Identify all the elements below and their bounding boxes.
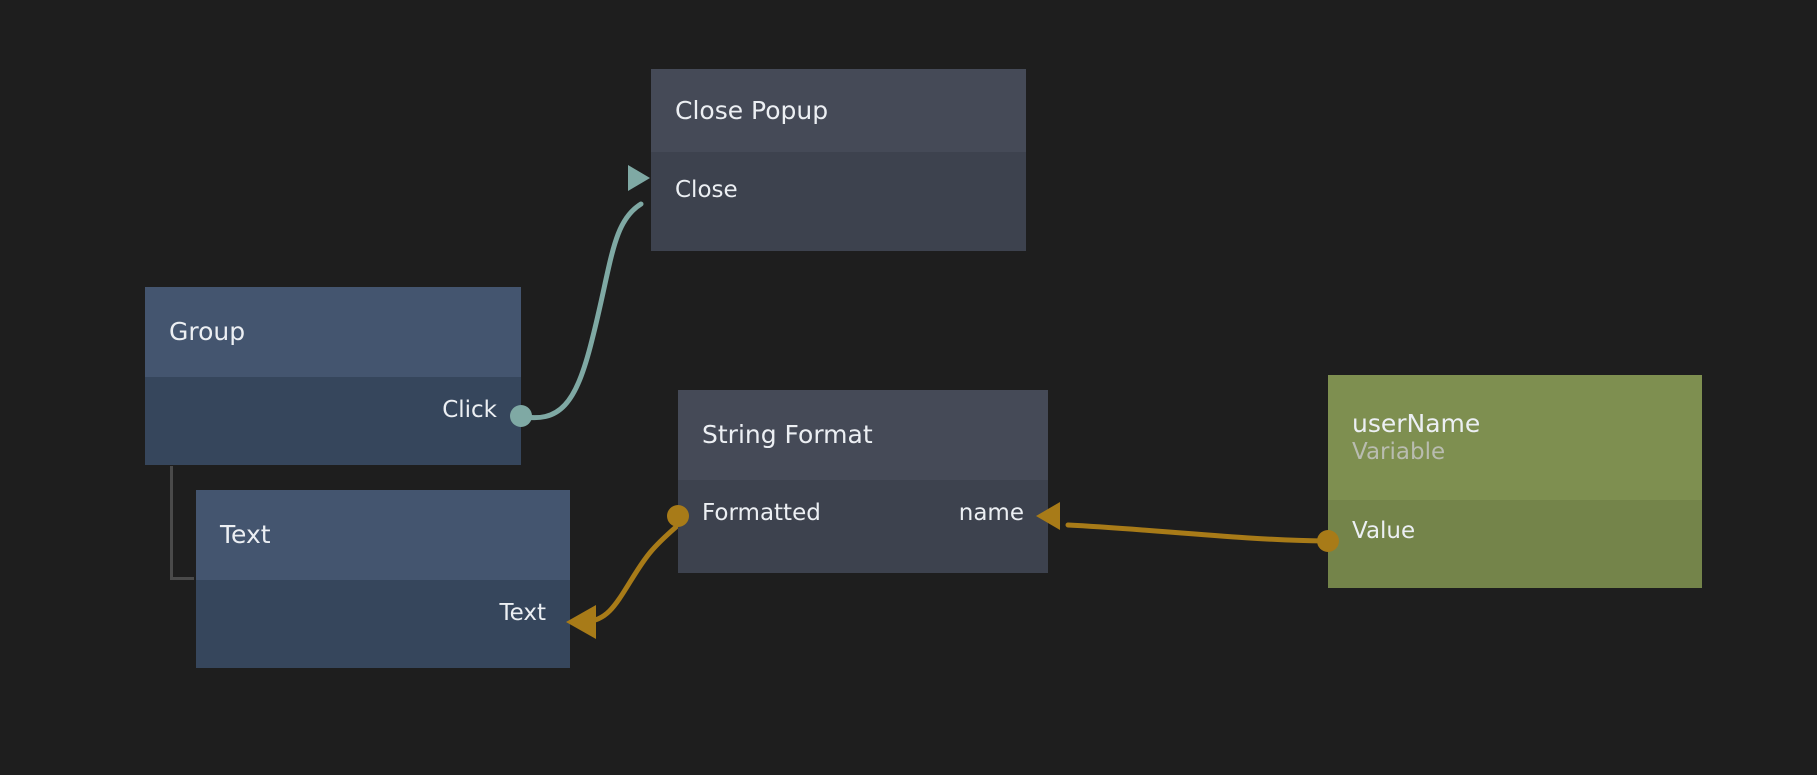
node-username-body[interactable]: Value: [1328, 500, 1702, 588]
port-label-formatted: Formatted: [702, 500, 821, 526]
node-group-header[interactable]: Group: [145, 287, 521, 377]
port-row-text[interactable]: Text: [196, 600, 570, 626]
port-row-click[interactable]: Click: [145, 397, 521, 423]
port-row-formatted-name[interactable]: Formatted name: [678, 500, 1048, 526]
node-close-popup-title: Close Popup: [675, 95, 829, 125]
port-formatted-data-output-dot-icon[interactable]: [667, 505, 689, 527]
node-username-header[interactable]: userName Variable: [1328, 375, 1702, 500]
node-group[interactable]: Group Click: [145, 287, 532, 465]
node-text-body[interactable]: Text: [196, 580, 570, 668]
node-string-format[interactable]: String Format Formatted name: [667, 390, 1060, 573]
port-label-name: name: [958, 500, 1024, 526]
node-close-popup-header[interactable]: Close Popup: [651, 69, 1026, 152]
hierarchy-bracket-foot: [170, 577, 194, 580]
node-close-popup-body[interactable]: Close: [651, 152, 1026, 251]
port-label-click: Click: [442, 397, 497, 423]
port-click-exec-output-dot-icon[interactable]: [510, 405, 532, 427]
node-username-variable[interactable]: userName Variable Value: [1317, 375, 1702, 588]
port-label-text: Text: [499, 600, 546, 626]
port-row-value[interactable]: Value: [1328, 518, 1702, 544]
port-row-close[interactable]: Close: [651, 177, 1026, 203]
node-group-title: Group: [169, 317, 246, 347]
node-text[interactable]: Text Text: [196, 490, 596, 668]
node-text-header[interactable]: Text: [196, 490, 570, 580]
node-string-format-body[interactable]: Formatted name: [678, 480, 1048, 573]
hierarchy-bracket-vertical: [170, 466, 173, 580]
port-label-value: Value: [1352, 518, 1416, 544]
port-text-data-input-arrow-icon[interactable]: [566, 605, 596, 639]
wire-click-to-close: [516, 201, 644, 421]
port-name-data-input-arrow-icon[interactable]: [1036, 502, 1060, 530]
node-username-subtitle: Variable: [1352, 438, 1446, 465]
node-string-format-title: String Format: [702, 420, 873, 450]
wire-formatted-to-text: [583, 524, 679, 625]
node-string-format-header[interactable]: String Format: [678, 390, 1048, 480]
node-text-title: Text: [220, 520, 271, 550]
port-value-data-output-dot-icon[interactable]: [1317, 530, 1339, 552]
port-close-exec-input-arrow-icon[interactable]: [628, 165, 650, 191]
node-close-popup[interactable]: Close Popup Close: [628, 69, 1026, 251]
port-label-close: Close: [675, 177, 738, 203]
wire-value-to-name: [1065, 522, 1328, 544]
node-username-title: userName: [1352, 409, 1481, 439]
node-group-body[interactable]: Click: [145, 377, 521, 465]
